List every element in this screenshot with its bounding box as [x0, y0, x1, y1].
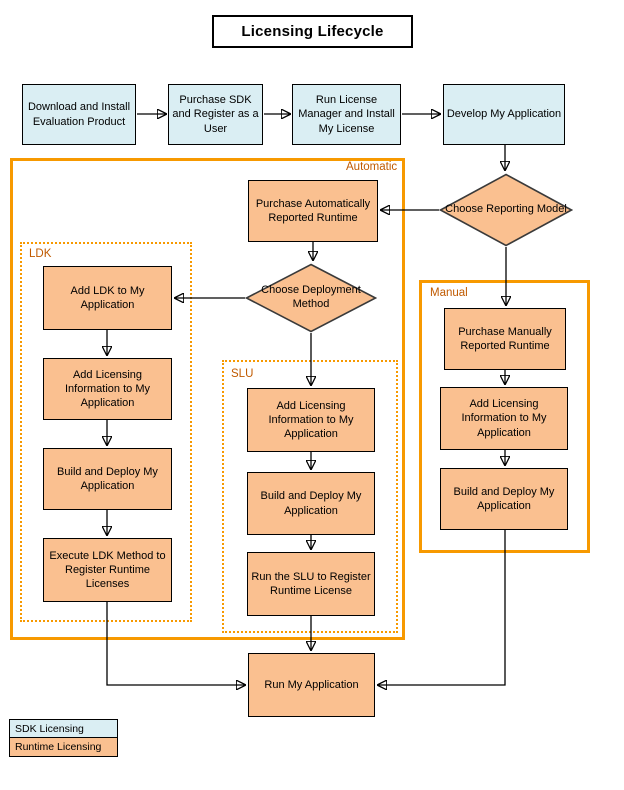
flow-step-manual-purchase-runtime: Purchase Manually Reported Runtime: [444, 308, 566, 370]
flow-step-label: Run License Manager and Install My Licen…: [298, 94, 395, 135]
diagram-title-label: Licensing Lifecycle: [241, 23, 384, 40]
flow-step-label: Build and Deploy My Application: [260, 490, 362, 517]
flow-step-label: Run the SLU to Register Runtime License: [251, 570, 371, 597]
decision-choose-reporting-model: Choose Reporting Model: [439, 173, 573, 247]
flow-step-manual-add-licensing-info: Add Licensing Information to My Applicat…: [440, 387, 568, 450]
flow-step-purchase-sdk: Purchase SDK and Register as a User: [168, 84, 263, 145]
legend-item-sdk-licensing: SDK Licensing: [9, 719, 118, 738]
diamond-shape: [439, 173, 573, 247]
flow-step-slu-build-deploy: Build and Deploy My Application: [247, 472, 375, 535]
flow-step-manual-build-deploy: Build and Deploy My Application: [440, 468, 568, 530]
flow-step-run-application: Run My Application: [248, 653, 375, 717]
flow-step-ldk-add-licensing-info: Add Licensing Information to My Applicat…: [43, 358, 172, 420]
flow-step-label: Purchase SDK and Register as a User: [172, 94, 259, 135]
flow-step-slu-add-licensing-info: Add Licensing Information to My Applicat…: [247, 388, 375, 452]
flow-step-label: Add Licensing Information to My Applicat…: [268, 399, 354, 441]
flow-step-download-install: Download and Install Evaluation Product: [22, 84, 136, 145]
flow-step-purchase-auto-runtime: Purchase Automatically Reported Runtime: [248, 180, 378, 242]
decision-label: Choose Reporting Model: [445, 203, 567, 216]
legend-item-runtime-licensing: Runtime Licensing: [9, 737, 118, 757]
flow-step-label: Download and Install Evaluation Product: [27, 101, 131, 128]
flow-step-slu-run-slu: Run the SLU to Register Runtime License: [247, 552, 375, 616]
diagram-title: Licensing Lifecycle: [212, 15, 413, 48]
flow-step-label: Develop My Application: [446, 108, 562, 121]
flow-step-label: Build and Deploy My Application: [57, 465, 158, 492]
ldk-section-label: LDK: [29, 248, 52, 260]
automatic-section-container: [10, 158, 405, 640]
decision-label: Choose Deployment Method: [261, 284, 361, 310]
slu-section-label: SLU: [231, 368, 254, 380]
flow-step-label: Add LDK to My Application: [70, 284, 145, 311]
flow-step-label: Build and Deploy My Application: [453, 485, 555, 512]
flow-step-label: Add Licensing Information to My Applicat…: [65, 368, 150, 410]
decision-choose-deployment-method: Choose Deployment Method: [245, 263, 377, 333]
flow-step-run-license-manager: Run License Manager and Install My Licen…: [292, 84, 401, 145]
slu-section-container: [222, 360, 398, 633]
flow-step-ldk-add-ldk: Add LDK to My Application: [43, 266, 172, 330]
flow-step-label: Add Licensing Information to My Applicat…: [461, 398, 547, 439]
legend: SDK Licensing Runtime Licensing: [9, 719, 118, 757]
legend-label: Runtime Licensing: [15, 741, 102, 753]
diamond-shape: [245, 263, 377, 333]
flow-step-label: Purchase Automatically Reported Runtime: [255, 197, 371, 224]
ldk-section-container: [20, 242, 192, 622]
flow-step-ldk-execute-method: Execute LDK Method to Register Runtime L…: [43, 538, 172, 602]
flow-step-label: Purchase Manually Reported Runtime: [458, 325, 552, 352]
flow-step-develop-application: Develop My Application: [443, 84, 565, 145]
manual-section-label: Manual: [430, 287, 468, 299]
flow-step-label: Run My Application: [264, 678, 359, 691]
automatic-section-label: Automatic: [346, 161, 398, 173]
flow-step-label: Execute LDK Method to Register Runtime L…: [49, 549, 166, 591]
flow-step-ldk-build-deploy: Build and Deploy My Application: [43, 448, 172, 510]
legend-label: SDK Licensing: [15, 722, 84, 735]
